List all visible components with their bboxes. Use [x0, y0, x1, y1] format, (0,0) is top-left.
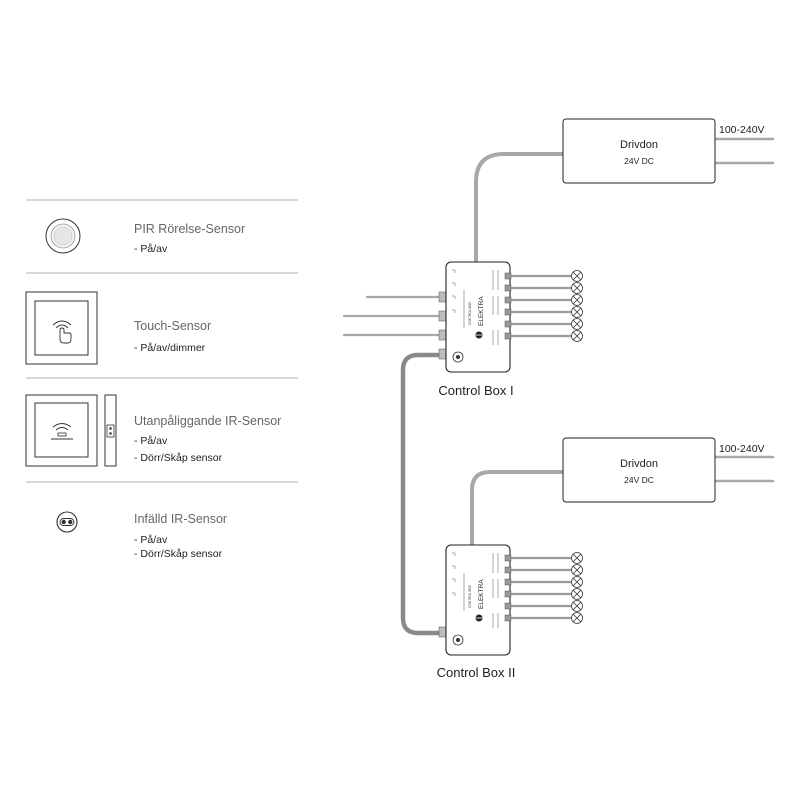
cables: [342, 137, 775, 636]
mains-voltage: 100-240V: [719, 124, 765, 136]
sensor-feature: - På/av: [134, 243, 168, 255]
dial-icon: [452, 351, 464, 363]
dial-icon: [452, 634, 464, 646]
lamp-icon: [571, 270, 583, 342]
sensor-title: PIR Rörelse-Sensor: [134, 222, 245, 236]
driver-output: 24V DC: [624, 475, 654, 485]
brand-name: ELEKTRA: [478, 579, 485, 609]
pir-sensor-icon: [45, 218, 81, 254]
sensor-feature: - Dörr/Skåp sensor: [134, 452, 223, 464]
output-lights: [511, 556, 571, 620]
sensor-feature: - På/av/dimmer: [134, 342, 206, 354]
lamp-icon: [571, 552, 583, 624]
control-box-2: ELEKTRA CONTROL BOX Control Box II: [437, 544, 583, 680]
driver-1: Drivdon 24V DC 100-240V: [562, 118, 765, 184]
brand-logo: [475, 331, 483, 339]
brand-name: ELEKTRA: [478, 296, 485, 326]
output-connectors: [504, 554, 512, 622]
power-cable: [474, 152, 565, 264]
sensor-feature: - Dörr/Skåp sensor: [134, 548, 223, 560]
driver-output: 24V DC: [624, 156, 654, 166]
driver-name: Drivdon: [620, 458, 658, 470]
sensor-feature: - På/av: [134, 435, 168, 447]
sensor-feature: - På/av: [134, 534, 168, 546]
driver-name: Drivdon: [620, 139, 658, 151]
sensor-title: Utanpåliggande IR-Sensor: [134, 414, 281, 428]
control-box-1: ELEKTRA CONTROL BOX Control Box I: [438, 261, 583, 398]
output-lights: [511, 274, 571, 338]
recessed-ir-sensor-icon: [56, 511, 78, 533]
box-label: Control Box II: [437, 665, 516, 680]
box-detail: [452, 269, 499, 345]
mains-voltage: 100-240V: [719, 443, 765, 455]
box-model: CONTROL BOX: [468, 584, 472, 608]
sensor-title: Touch-Sensor: [134, 319, 211, 333]
touch-sensor-icon: [25, 291, 98, 365]
sensor-list: PIR Rörelse-Sensor - På/av Touch-Sensor …: [25, 199, 298, 560]
output-connectors: [504, 272, 512, 340]
sensor-title: Infälld IR-Sensor: [134, 512, 227, 526]
driver-2: Drivdon 24V DC 100-240V: [562, 437, 765, 503]
box-detail: [452, 552, 499, 628]
link-cable: [400, 352, 444, 636]
box-label: Control Box I: [438, 383, 513, 398]
power-cable: [470, 470, 565, 547]
surface-ir-sensor-icon: [25, 394, 117, 467]
brand-logo: [475, 614, 483, 622]
box-model: CONTROL BOX: [468, 301, 472, 325]
